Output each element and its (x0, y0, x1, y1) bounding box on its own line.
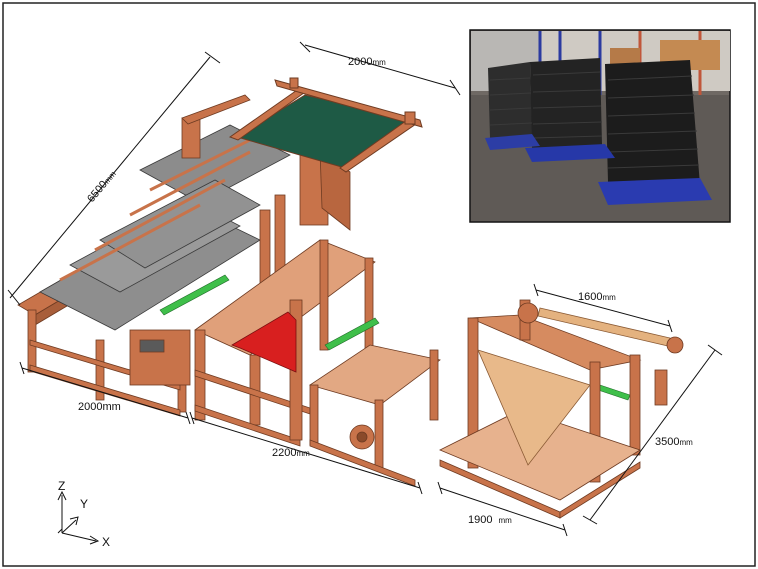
axis-x-label: X (102, 535, 110, 549)
triangle-board (477, 349, 591, 466)
right-module-frame (439, 299, 668, 519)
axis-triad (57, 490, 100, 545)
dim-2200: 2200mm (272, 447, 310, 459)
middle-frame (194, 239, 376, 447)
dim-3500: 3500mm (655, 436, 693, 448)
green-conveyor (228, 77, 423, 173)
axis-y-label: Y (80, 497, 88, 511)
machine-illustration (17, 77, 684, 519)
top-roll (517, 302, 684, 354)
axis-z-label: Z (58, 479, 65, 493)
product-photo (469, 29, 731, 223)
red-panel (231, 311, 297, 373)
dim-2000-top: 2000mm (348, 56, 386, 68)
center-frame (309, 344, 441, 487)
dim-1600: 1600mm (578, 291, 616, 303)
dim-2000-left: 2000mm (78, 401, 121, 413)
dimension-lines (7, 41, 723, 537)
